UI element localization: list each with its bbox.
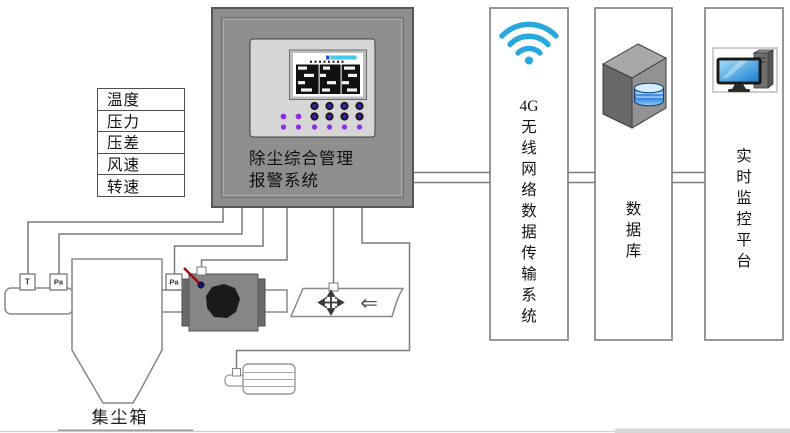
led-alarm-group <box>310 101 364 121</box>
panel-inner-frame <box>220 16 405 199</box>
pressure-sensor-label: Pa <box>54 278 64 287</box>
temperature-sensor <box>19 273 36 291</box>
fan-unit <box>181 266 266 332</box>
display-header-text <box>310 60 344 63</box>
bottom-edge-line <box>0 428 790 433</box>
inclined-duct: ⇐ <box>289 282 405 318</box>
dust-collector-hopper <box>71 258 163 404</box>
temperature-sensor-label: T <box>25 278 30 287</box>
transmission-label: 4G 无 线 网 络 数 据 传 输 系 统 <box>519 98 539 325</box>
server-icon <box>601 43 668 129</box>
motor-shaft <box>224 374 246 387</box>
legend-item-wind-speed: 风速 <box>97 152 185 176</box>
led-indicators <box>280 101 364 130</box>
database-disk-icon <box>634 82 664 107</box>
panel-title: 除尘综合管理 报警系统 <box>249 149 354 190</box>
pressure-sensor <box>49 273 68 291</box>
wire-temperature <box>27 206 224 274</box>
flow-direction-arrow-icon: ⇐ <box>360 291 378 315</box>
fan-impeller-icon <box>206 284 240 318</box>
motor-fins <box>244 372 294 387</box>
panel-inner-highlight <box>223 19 402 196</box>
gauge-needle-icon <box>183 267 201 285</box>
legend-item-diff-pressure: 压差 <box>97 131 185 154</box>
monitor-icon <box>712 47 778 93</box>
wire-motor <box>235 206 411 369</box>
display-progress-bar <box>330 55 357 60</box>
sensor-wires <box>27 206 411 369</box>
dust-box-label: 集尘箱 <box>91 408 149 427</box>
gauge-needle-pivot <box>197 281 205 289</box>
fan-sensor-terminal <box>196 266 207 276</box>
pipe-sensors: T Pa Pa <box>19 273 183 291</box>
display-status-dot <box>326 55 330 60</box>
duct-outline <box>289 287 405 318</box>
inlet-pipe <box>4 287 74 315</box>
wifi-icon <box>499 21 559 65</box>
platform-label: 实 时 监 控 平 台 <box>736 148 752 270</box>
alarm-control-panel <box>211 7 414 208</box>
bus-panel-to-4g <box>413 171 490 184</box>
air-pipes <box>4 287 288 315</box>
motor <box>224 363 296 395</box>
database-label: 数 据 库 <box>625 201 642 260</box>
duct-sensor-terminal <box>328 282 339 292</box>
sensor-legend: 温度 压力 压差 风速 转速 <box>97 88 185 197</box>
wire-diff-pressure <box>173 206 264 274</box>
legend-item-rotation-speed: 转速 <box>97 174 185 197</box>
diff-pressure-sensor-label: Pa <box>169 278 179 287</box>
legend-item-pressure: 压力 <box>97 109 185 133</box>
bus-4g-to-database <box>568 171 595 184</box>
airflow-cross-icon <box>317 289 345 316</box>
legend-item-temperature: 温度 <box>97 88 185 111</box>
bus-database-to-platform <box>672 171 705 184</box>
led-status-group <box>280 113 363 130</box>
panel-display <box>289 49 367 100</box>
display-table-rows <box>298 64 357 94</box>
outlet-pipe <box>262 289 288 313</box>
bus-lines <box>413 171 705 184</box>
motor-sensor-terminal <box>232 368 241 377</box>
wire-pressure <box>58 206 243 274</box>
pc-screen-icon <box>716 57 762 92</box>
diff-pressure-sensor <box>165 273 183 291</box>
wire-fan-sensor <box>200 206 288 267</box>
